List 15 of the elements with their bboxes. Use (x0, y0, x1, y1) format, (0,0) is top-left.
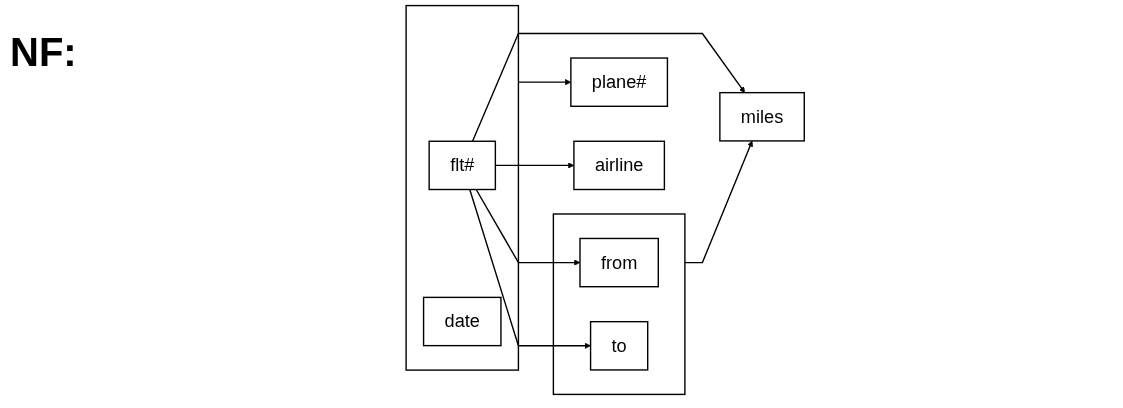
arrow (468, 188, 591, 349)
node-box: miles (718, 91, 805, 142)
arrow (475, 188, 580, 266)
arrow (683, 140, 753, 264)
cluster (552, 213, 686, 396)
diagram-title: NF: (9, 29, 78, 75)
node-box: from (578, 237, 659, 288)
node-box: plane# (569, 57, 668, 107)
arrow (517, 79, 571, 86)
node-box: flt# (428, 140, 496, 191)
node-box: airline (572, 140, 665, 191)
node-box: to (589, 321, 649, 371)
cluster (405, 4, 519, 371)
node-box: date (422, 296, 502, 347)
arrow (471, 32, 745, 142)
